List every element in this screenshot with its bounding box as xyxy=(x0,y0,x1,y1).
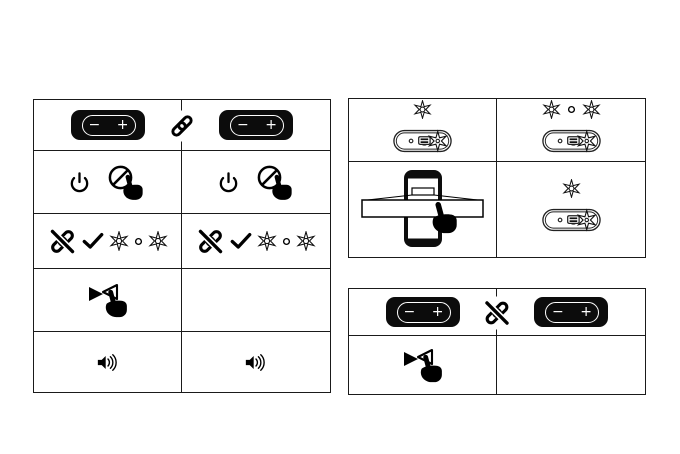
pairing-row2-right-cell xyxy=(182,151,330,214)
pairing-row4-right-cell xyxy=(182,269,330,332)
pairing-row1-right-cell: − + xyxy=(182,100,330,151)
tap-hand-icon xyxy=(271,173,292,200)
unpair-row1-right-cell: − + xyxy=(497,289,645,336)
double-tap-icon xyxy=(403,348,442,383)
prohibition-circle-icon xyxy=(108,165,133,189)
device-led-dot xyxy=(557,138,562,143)
led-burst-icon xyxy=(582,99,600,119)
notification-banner-large xyxy=(361,198,484,218)
led-status-table xyxy=(348,98,646,258)
device-back-icon xyxy=(393,129,452,152)
volume-buttons-oval: − + xyxy=(396,301,451,323)
dot-icon xyxy=(282,237,291,245)
volume-remote-icon: − + xyxy=(70,110,145,140)
pairing-row5-left-cell xyxy=(34,332,182,392)
unpair-row2-right-cell xyxy=(497,336,645,394)
volume-remote-icon: − + xyxy=(219,110,293,140)
power-icon xyxy=(70,171,89,192)
notification-banner-small xyxy=(411,186,435,196)
led-burst-icon xyxy=(110,231,127,251)
check-icon xyxy=(230,232,252,249)
volume-up-label: + xyxy=(116,116,129,133)
double-tap-icon xyxy=(88,283,127,318)
pairing-table: − + − + xyxy=(33,99,331,393)
volume-up-label: + xyxy=(431,303,444,320)
volume-up-label: + xyxy=(265,116,277,133)
volume-buttons-oval: − + xyxy=(81,114,136,136)
volume-down-label: − xyxy=(88,116,101,133)
volume-down-label: − xyxy=(403,303,416,320)
link-icon xyxy=(167,110,197,142)
device-back-icon xyxy=(541,129,601,152)
speaker-icon xyxy=(97,353,117,371)
pairing-row5-right-cell xyxy=(182,332,330,392)
power-icon xyxy=(219,171,237,192)
volume-down-label: − xyxy=(552,303,564,320)
device-back-icon xyxy=(541,208,601,232)
led-row2-left-cell xyxy=(349,162,497,257)
link-off-icon xyxy=(197,228,224,254)
do-not-press-icon xyxy=(107,164,147,201)
prohibition-circle-icon xyxy=(257,165,281,189)
volume-buttons-oval: − + xyxy=(545,301,599,323)
led-row2-right-cell xyxy=(497,162,645,257)
check-icon xyxy=(82,232,103,249)
dot-icon xyxy=(134,237,142,245)
volume-remote-icon: − + xyxy=(385,297,460,327)
volume-remote-icon: − + xyxy=(534,297,608,327)
led-burst-icon xyxy=(414,99,431,119)
volume-buttons-oval: − + xyxy=(230,114,284,136)
device-port-icon xyxy=(418,135,431,145)
blink-pattern xyxy=(542,99,601,119)
device-led-dot xyxy=(557,217,562,223)
dot-icon xyxy=(567,105,575,113)
led-burst-icon xyxy=(297,231,315,251)
device-port-icon xyxy=(566,135,580,145)
link-off-icon xyxy=(49,228,75,254)
volume-down-label: − xyxy=(237,116,249,133)
pairing-row3-right-cell xyxy=(182,214,330,269)
device-port-icon xyxy=(566,215,580,224)
unpair-table: − + − + xyxy=(348,288,646,395)
unpair-row2-left-cell xyxy=(349,336,497,394)
pairing-row3-left-cell xyxy=(34,214,182,269)
led-burst-icon xyxy=(149,231,166,251)
speaker-icon xyxy=(245,353,265,371)
pairing-row2-left-cell xyxy=(34,151,182,214)
pairing-row4-left-cell xyxy=(34,269,182,332)
link-off-icon xyxy=(481,296,513,330)
phone-notification-icon xyxy=(361,169,484,247)
led-row1-left-cell xyxy=(349,99,497,162)
led-burst-icon xyxy=(542,99,560,119)
led-row1-right-cell xyxy=(497,99,645,162)
tap-hand-icon xyxy=(123,173,143,200)
do-not-press-icon xyxy=(256,164,296,201)
led-burst-icon xyxy=(258,231,276,251)
volume-up-label: + xyxy=(580,303,592,320)
led-burst-icon xyxy=(562,179,580,198)
unpair-row1-left-cell: − + xyxy=(349,289,497,336)
device-led-dot xyxy=(408,138,414,143)
pairing-row1-left-cell: − + xyxy=(34,100,182,151)
